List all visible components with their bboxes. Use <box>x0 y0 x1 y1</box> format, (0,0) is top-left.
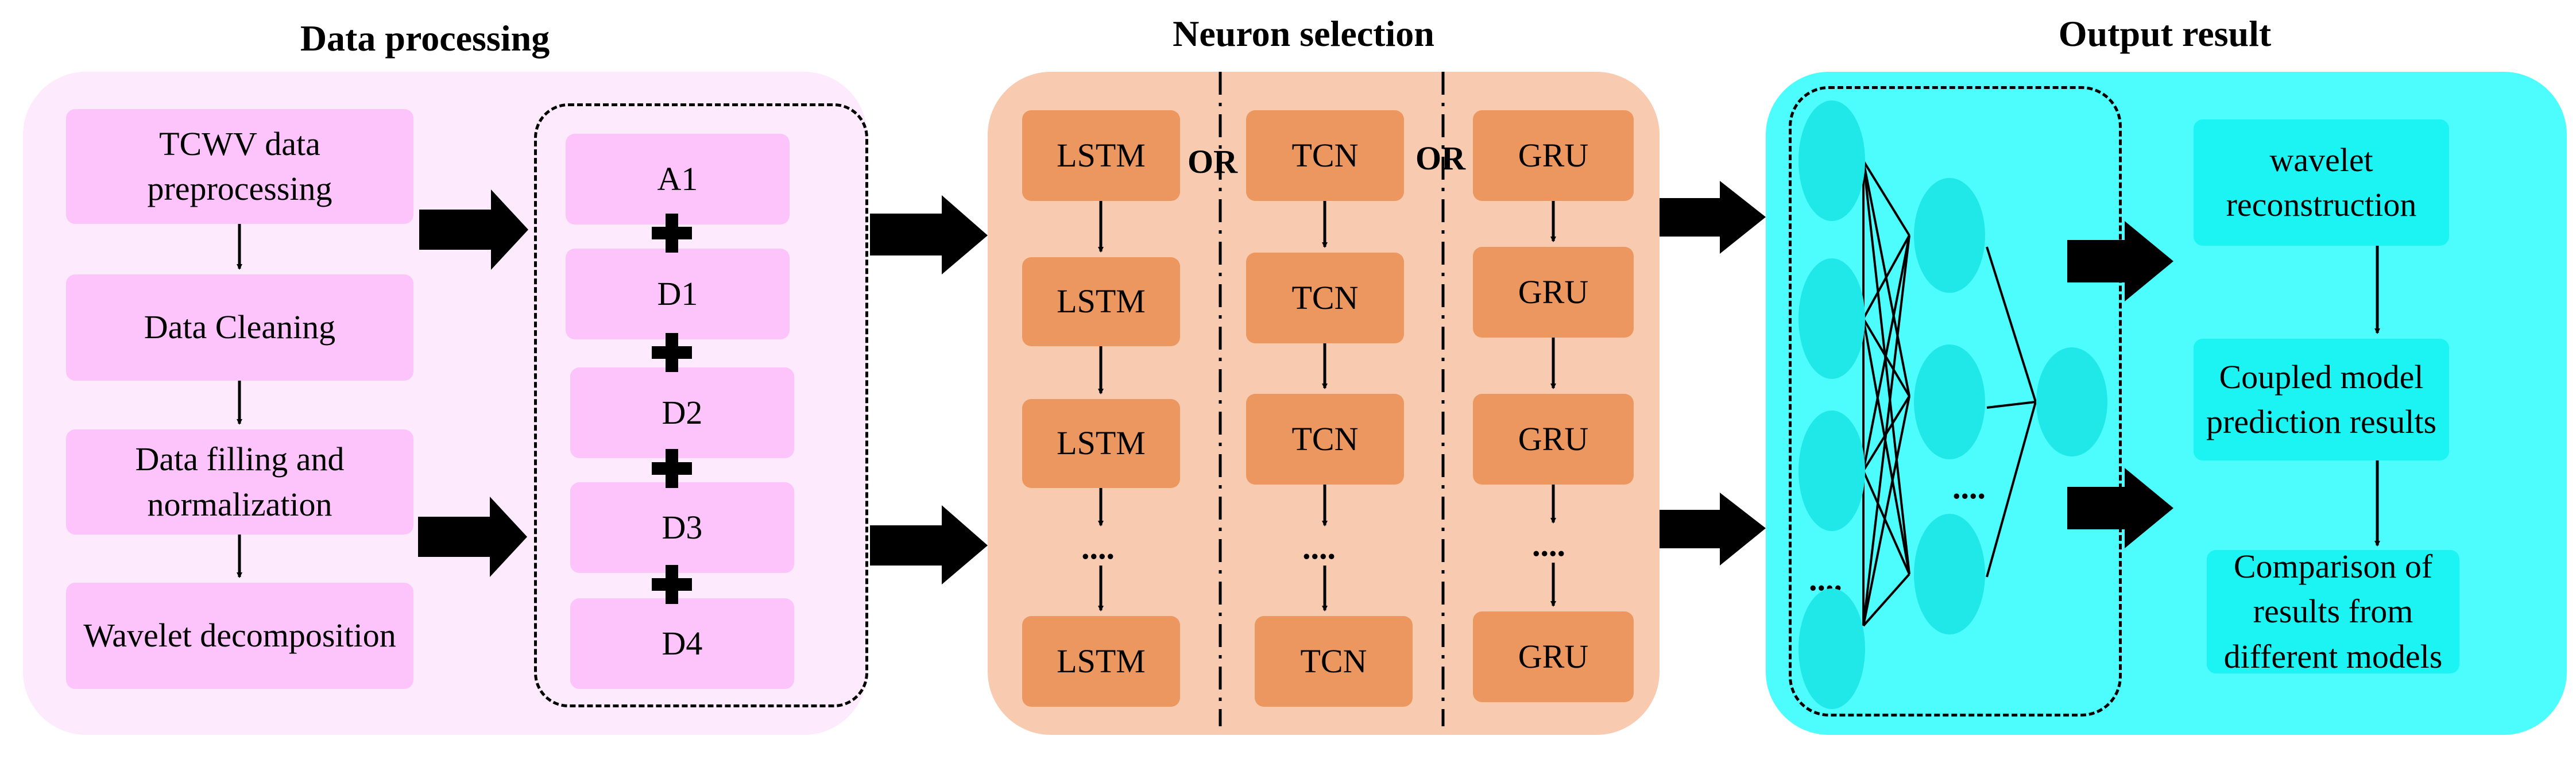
component-d4: D4 <box>570 598 794 689</box>
wavelet-reconstruction: wavelet reconstruction <box>2194 119 2449 246</box>
components-frame <box>534 103 868 707</box>
gru-ellipsis: .... <box>1532 526 1565 563</box>
lstm-node-3: LSTM <box>1022 399 1180 488</box>
tcn-node-3: TCN <box>1246 394 1404 485</box>
gru-node-1: GRU <box>1473 110 1634 201</box>
component-d1: D1 <box>566 249 790 339</box>
tcn-ellipsis: .... <box>1302 529 1336 566</box>
tcn-node-n: TCN <box>1255 616 1413 707</box>
component-a1: A1 <box>566 134 790 224</box>
step-tcwv-preprocessing: TCWV data preprocessing <box>66 109 413 224</box>
block-arrows <box>418 181 2173 584</box>
coupled-model-results: Coupled model prediction results <box>2194 339 2449 460</box>
gru-node-2: GRU <box>1473 247 1634 338</box>
network-frame <box>1789 86 2122 717</box>
title-output-result: Output result <box>2058 13 2272 54</box>
gru-node-3: GRU <box>1473 394 1634 485</box>
component-d2: D2 <box>570 367 794 458</box>
step-data-cleaning: Data Cleaning <box>66 274 413 381</box>
tcn-node-1: TCN <box>1246 110 1404 201</box>
gru-node-n: GRU <box>1473 611 1634 702</box>
comparison-of-results: Comparison of results from different mod… <box>2207 548 2459 675</box>
or-label-1: OR <box>1188 143 1237 180</box>
step-data-filling-normalization: Data filling and normalization <box>66 429 413 535</box>
lstm-node-1: LSTM <box>1022 110 1180 201</box>
neuron-connector-arrows <box>1098 201 1556 611</box>
tcn-node-2: TCN <box>1246 253 1404 343</box>
neural-network-connections <box>1862 160 2037 627</box>
title-data-processing: Data processing <box>300 18 550 59</box>
plus-icons <box>652 214 692 604</box>
or-label-2: OR <box>1415 140 1465 177</box>
title-neuron-selection: Neuron selection <box>1173 13 1434 54</box>
step-wavelet-decomposition: Wavelet decomposition <box>66 583 413 689</box>
column-separators <box>1219 72 1445 726</box>
neuron-nodes <box>1798 100 2107 709</box>
lstm-node-n: LSTM <box>1022 616 1180 707</box>
network-ellipsis-middle: .... <box>1952 468 1986 506</box>
lstm-node-2: LSTM <box>1022 257 1180 346</box>
lstm-ellipsis: .... <box>1081 529 1115 566</box>
component-d3: D3 <box>570 482 794 573</box>
